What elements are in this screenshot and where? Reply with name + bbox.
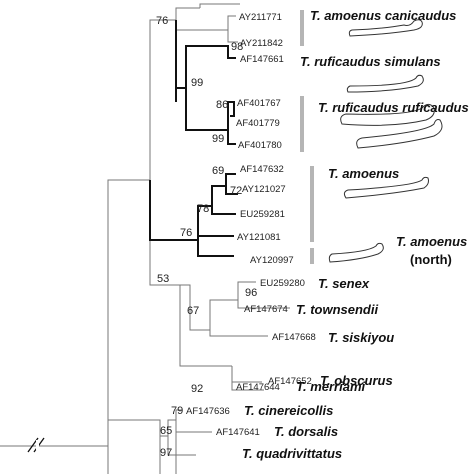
species-label-dorsalis: T. dorsalis: [274, 424, 338, 439]
accession-label: AF401779: [236, 118, 280, 129]
accession-label: EU259281: [240, 209, 285, 220]
species-label-ruficaudus: T. ruficaudus ruficaudus: [318, 100, 469, 115]
bootstrap-value: 97: [160, 447, 172, 459]
bootstrap-value: 53: [157, 273, 169, 285]
species-label-quadrivittatus: T. quadrivittatus: [242, 446, 342, 461]
species-label-amoenus: T. amoenus: [328, 166, 399, 181]
accession-label: AF147636: [186, 406, 230, 417]
accession-labels: AY211771 AY211842 AF147661 AF401767 AF40…: [186, 12, 316, 438]
accession-label: AY120997: [250, 255, 294, 266]
species-labels: T. amoenus canicaudus T. ruficaudus simu…: [242, 8, 469, 461]
tree-branches: [0, 3, 290, 474]
accession-label: AY121081: [237, 232, 281, 243]
bootstrap-value: 99: [191, 77, 203, 89]
baculum-silhouettes: [328, 19, 443, 263]
bootstrap-value: 96: [245, 287, 257, 299]
tree-branches-bold: [149, 20, 238, 257]
accession-label: AF147632: [240, 164, 284, 175]
bootstrap-value: 86: [216, 99, 228, 111]
accession-label: AF147668: [272, 332, 316, 343]
baculum-silhouette-ruficaudus: [340, 103, 435, 126]
species-label-canicaudus: T. amoenus canicaudus: [310, 8, 456, 23]
bootstrap-value: 76: [180, 227, 192, 239]
species-label-north: (north): [410, 252, 452, 267]
accession-label: AY211771: [239, 12, 282, 23]
accession-label: AY121027: [242, 184, 286, 195]
bootstrap-value: 79: [171, 405, 183, 417]
accession-label: AF147644: [236, 382, 280, 393]
baculum-silhouette-ruficaudus-2: [356, 119, 443, 149]
species-label-amoenus-north: T. amoenus: [396, 234, 467, 249]
baculum-silhouette-canicaudus: [348, 19, 423, 37]
branch-break-marker: [27, 437, 45, 453]
species-label-simulans: T. ruficaudus simulans: [300, 54, 441, 69]
baculum-silhouette-simulans: [346, 74, 424, 93]
bootstrap-values: 76 98 99 86 99 69 72 78 76 53 96 67 92 7…: [156, 15, 257, 459]
accession-label: AF401780: [238, 140, 282, 151]
species-label-cinereicollis: T. cinereicollis: [244, 403, 333, 418]
species-label-merriami: T. merriami: [296, 379, 366, 394]
accession-label: AF147661: [240, 54, 284, 65]
species-label-senex: T. senex: [318, 276, 370, 291]
species-label-townsendii: T. townsendii: [296, 302, 378, 317]
baculum-silhouette-amoenus: [343, 176, 429, 199]
species-label-obscurus: T. obscurus: [320, 373, 393, 388]
accession-label: AF147641: [216, 427, 260, 438]
bootstrap-value: 65: [160, 425, 172, 437]
bootstrap-value: 78: [197, 203, 209, 215]
bootstrap-value: 69: [212, 165, 224, 177]
accession-label: AF147652: [268, 376, 312, 387]
bootstrap-value: 98: [231, 41, 243, 53]
species-label-siskiyou: T. siskiyou: [328, 330, 394, 345]
accession-label: AF401767: [237, 98, 281, 109]
accession-label: EU259280: [260, 278, 305, 289]
bootstrap-value: 76: [156, 15, 168, 27]
baculum-silhouette-amoenus-north: [328, 242, 384, 263]
bootstrap-value: 99: [212, 133, 224, 145]
bootstrap-value: 92: [191, 383, 203, 395]
bootstrap-value: 67: [187, 305, 199, 317]
accession-label: AY211842: [240, 38, 283, 49]
bootstrap-value: 72: [230, 185, 242, 197]
clade-bars: [300, 10, 314, 264]
accession-label: AF147674: [244, 304, 288, 315]
